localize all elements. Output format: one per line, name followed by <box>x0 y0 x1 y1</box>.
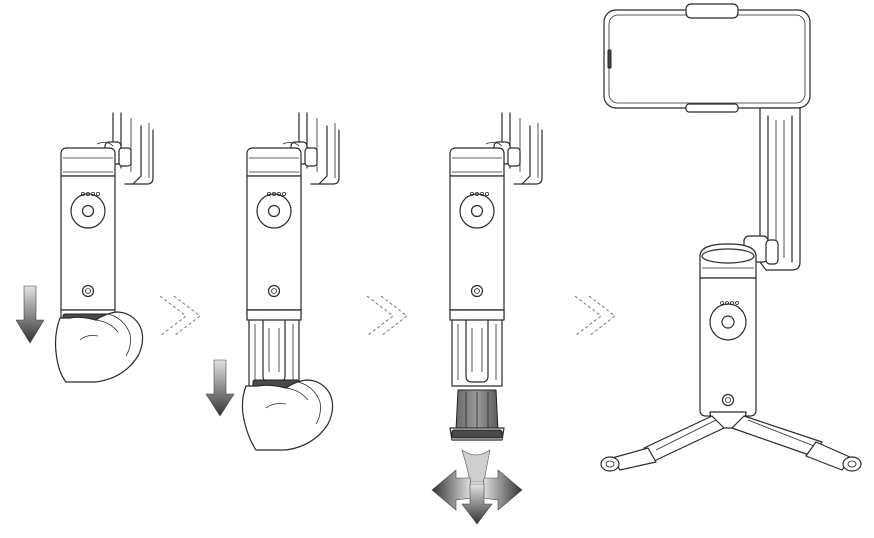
step-3-spread-legs <box>431 112 543 525</box>
double-chevron-right-icon <box>159 295 201 337</box>
spread-arrows-icon <box>431 449 523 525</box>
arrow-down-icon <box>205 359 235 417</box>
step-1-pull-down-cover <box>15 112 154 383</box>
double-chevron-right-icon <box>574 295 616 337</box>
smartphone <box>603 3 811 113</box>
step-4-gimbal-on-tripod <box>600 3 862 472</box>
tripod-leg-right <box>731 415 862 472</box>
tripod-leg-left <box>600 415 725 472</box>
hand-icon <box>241 379 334 451</box>
double-chevron-right-icon <box>366 295 408 337</box>
step-2-pull-down-sleeve <box>205 112 340 451</box>
arrow-down-icon <box>15 285 45 344</box>
